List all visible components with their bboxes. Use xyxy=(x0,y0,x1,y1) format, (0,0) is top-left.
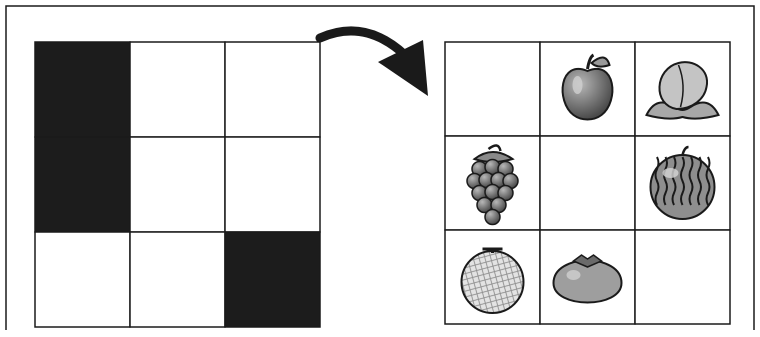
persimmon-icon xyxy=(552,254,623,304)
right-cell xyxy=(539,135,636,231)
left-cell-empty xyxy=(129,231,226,328)
left-cell-empty xyxy=(224,136,321,233)
curved-arrow-icon xyxy=(315,26,428,96)
left-cell-empty xyxy=(129,41,226,138)
grapes-icon xyxy=(466,144,519,226)
left-cell-empty xyxy=(129,136,226,233)
melon-icon xyxy=(460,247,525,314)
watermelon-icon xyxy=(649,145,716,220)
left-cell-empty xyxy=(34,231,131,328)
right-grid xyxy=(444,41,731,325)
left-cell-filled xyxy=(34,136,131,233)
fruit-layer xyxy=(460,53,720,314)
peach-icon xyxy=(645,61,720,120)
right-cell xyxy=(634,229,731,325)
left-grid xyxy=(34,41,321,328)
left-cell-empty xyxy=(224,41,321,138)
right-cell xyxy=(444,41,541,137)
left-cell-filled xyxy=(34,41,131,138)
left-cell-filled xyxy=(224,231,321,328)
outer-frame xyxy=(5,5,755,330)
apple-icon xyxy=(561,53,614,121)
